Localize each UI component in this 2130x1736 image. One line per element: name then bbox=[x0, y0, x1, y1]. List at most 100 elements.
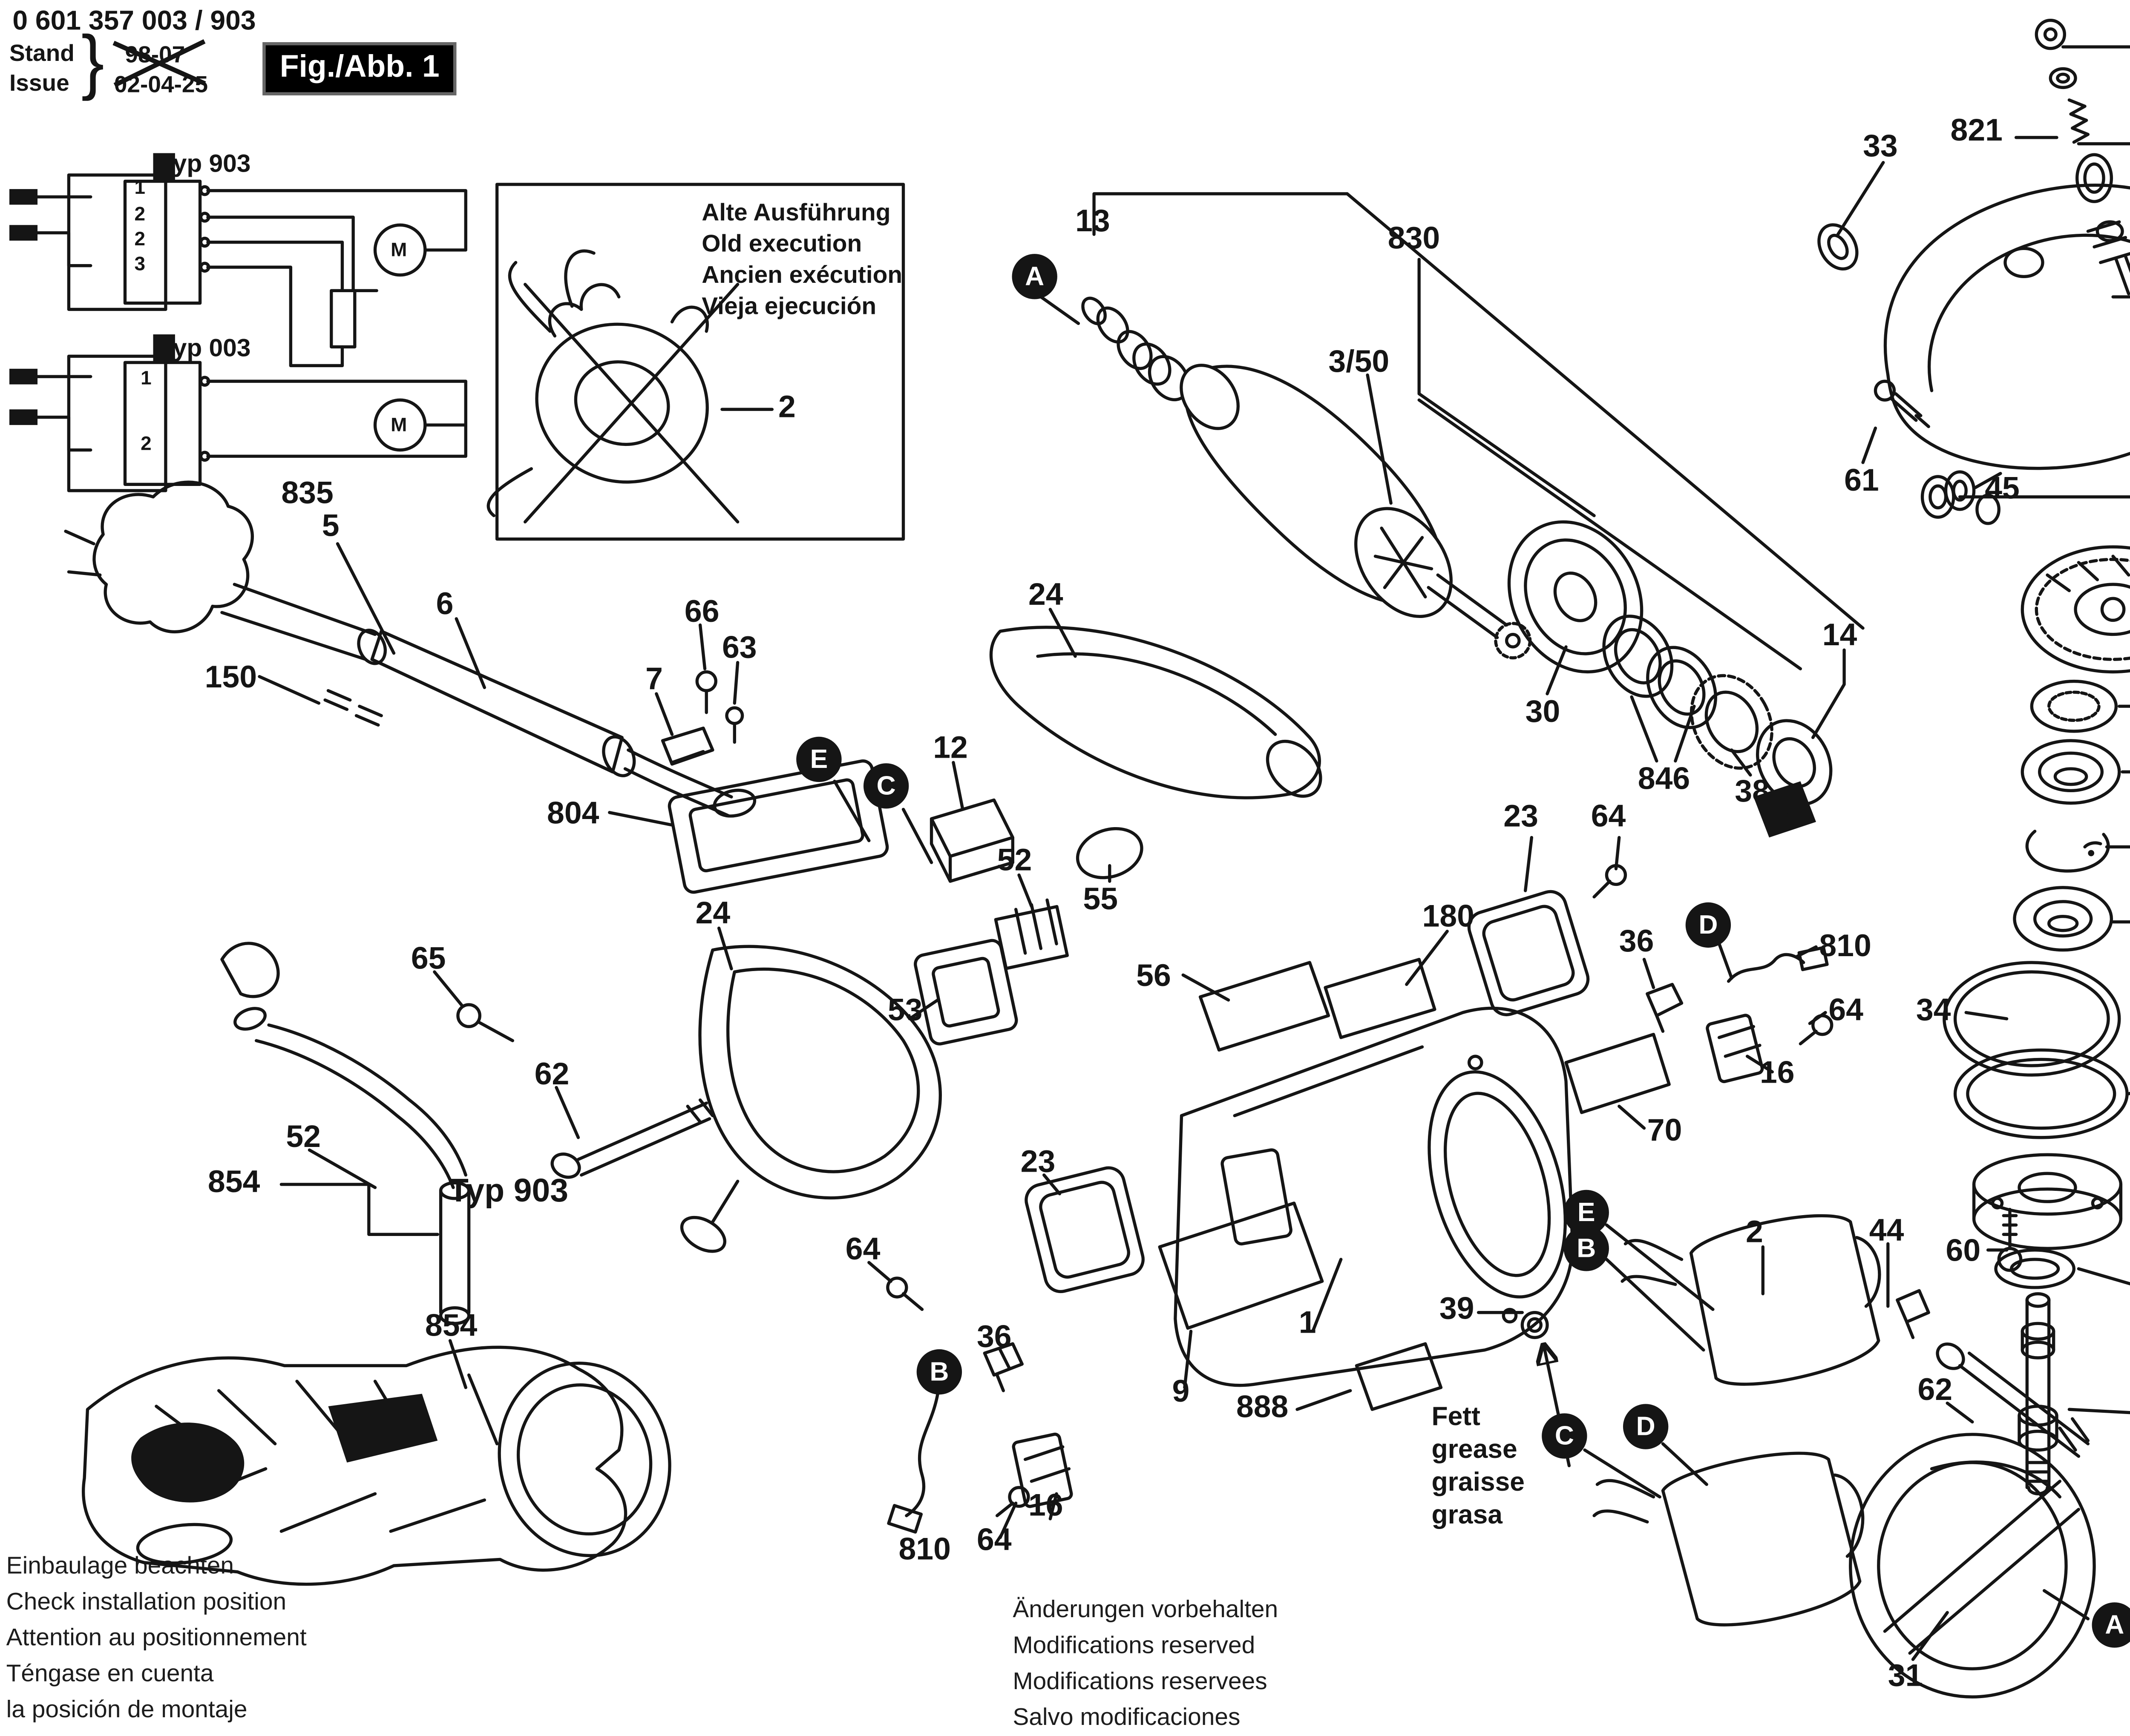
modifications-line-fr: Modifications reservees bbox=[1013, 1669, 1267, 1696]
part-callout-70: 70 bbox=[1647, 1114, 1682, 1149]
part-callout-typ-903: Typ 903 bbox=[159, 151, 251, 178]
part-callout-24: 24 bbox=[695, 897, 731, 931]
assembly-marker-c: C bbox=[863, 763, 909, 809]
old-execution-line-de: Alte Ausführung bbox=[702, 200, 891, 227]
assembly-marker-d: D bbox=[1685, 902, 1731, 948]
part-callout-14: 14 bbox=[1822, 618, 1857, 653]
modifications-line-de: Änderungen vorbehalten bbox=[1013, 1597, 1278, 1624]
motor-housing-drawing bbox=[1174, 1006, 1574, 1387]
part-callout-2: 2 bbox=[134, 228, 146, 250]
spacer-rings-drawing bbox=[1507, 520, 1833, 838]
assembly-marker-c: C bbox=[1542, 1413, 1587, 1459]
part-callout-854: 854 bbox=[425, 1309, 478, 1344]
label-stickers-drawing bbox=[1158, 957, 1671, 1411]
part-callout-821: 821 bbox=[1950, 114, 2003, 149]
assembly-marker-a: A bbox=[2092, 1602, 2130, 1648]
part-callout-66: 66 bbox=[684, 595, 720, 630]
part-callout-2: 2 bbox=[778, 391, 796, 425]
bottom-stator-shroud-drawing bbox=[1592, 1433, 2096, 1699]
part-callout-62: 62 bbox=[534, 1058, 570, 1092]
part-callout-typ-903: Typ 903 bbox=[448, 1173, 569, 1210]
part-callout-12: 12 bbox=[933, 731, 968, 766]
part-callout-63: 63 bbox=[722, 631, 757, 666]
part-callout-1: 1 bbox=[1298, 1306, 1316, 1341]
stand-label: Stand bbox=[9, 40, 75, 67]
grease-line-en: grease bbox=[1431, 1434, 1517, 1464]
cordset-drawing bbox=[64, 480, 1143, 1046]
part-callout-52: 52 bbox=[286, 1120, 321, 1155]
assembly-marker-b: B bbox=[916, 1349, 962, 1395]
installation-line-fr: Attention au positionnement bbox=[6, 1625, 307, 1652]
part-callout-30: 30 bbox=[1525, 695, 1560, 730]
part-callout-64: 64 bbox=[976, 1523, 1012, 1558]
part-callout-835: 835 bbox=[281, 476, 334, 511]
part-callout-7: 7 bbox=[645, 662, 663, 697]
stand-issue-brace: } bbox=[81, 22, 104, 103]
part-callout-56: 56 bbox=[1136, 959, 1171, 994]
grease-note: Fett grease graisse grasa bbox=[1432, 1400, 1525, 1531]
old-execution-inset bbox=[486, 183, 905, 541]
part-callout-150: 150 bbox=[204, 661, 257, 696]
issue-label: Issue bbox=[9, 70, 69, 97]
part-callout-3: 3 bbox=[134, 253, 146, 275]
part-callout-64: 64 bbox=[1828, 994, 1864, 1029]
assembled-tool-drawing bbox=[81, 1345, 671, 1586]
part-callout-39: 39 bbox=[1439, 1292, 1474, 1327]
part-callout-23: 23 bbox=[1503, 800, 1538, 835]
part-callout-854: 854 bbox=[207, 1165, 260, 1200]
part-callout-36: 36 bbox=[1619, 925, 1654, 960]
part-callout-38: 38 bbox=[1735, 775, 1770, 810]
part-callout-2: 2 bbox=[141, 433, 152, 455]
part-callout-60: 60 bbox=[1946, 1234, 1981, 1269]
assembly-marker-d: D bbox=[1623, 1404, 1669, 1449]
part-callout-1: 1 bbox=[134, 176, 146, 198]
part-callout-6: 6 bbox=[436, 587, 454, 622]
wiring-diagram-typ003 bbox=[9, 334, 467, 492]
part-callout-5: 5 bbox=[322, 509, 340, 544]
part-callout-1: 1 bbox=[141, 367, 152, 389]
part-callout-m: M bbox=[391, 414, 407, 436]
part-callout-3-50: 3/50 bbox=[1328, 345, 1390, 380]
old-execution-line-en: Old execution bbox=[702, 231, 862, 258]
part-callout-24: 24 bbox=[1028, 578, 1063, 613]
part-callout-typ-003: Typ 003 bbox=[159, 336, 251, 363]
old-execution-line-es: Vieja ejecución bbox=[702, 293, 877, 321]
handles-drawing bbox=[220, 626, 1322, 1325]
covers-screws-drawing bbox=[886, 864, 1834, 1534]
grease-line-de: Fett bbox=[1431, 1401, 1480, 1431]
installation-line-es1: Téngase en cuenta bbox=[6, 1661, 214, 1688]
modifications-line-es: Salvo modificaciones bbox=[1013, 1704, 1241, 1731]
part-callout-810: 810 bbox=[898, 1532, 951, 1567]
gearhead-drawing bbox=[1817, 19, 2130, 674]
wiring-diagram-typ903 bbox=[9, 153, 467, 368]
bearing-column-drawing bbox=[1896, 679, 2129, 1495]
part-callout-55: 55 bbox=[1083, 882, 1118, 917]
part-callout-2: 2 bbox=[1745, 1216, 1763, 1250]
part-callout-16: 16 bbox=[1028, 1489, 1063, 1523]
grease-line-es: grasa bbox=[1431, 1500, 1503, 1530]
modifications-line-en: Modifications reserved bbox=[1013, 1633, 1255, 1660]
figure-number-badge: Fig./Abb. 1 bbox=[262, 42, 457, 95]
part-callout-810: 810 bbox=[1819, 929, 1871, 964]
installation-line-es2: la posición de montaje bbox=[6, 1697, 248, 1724]
part-callout-45: 45 bbox=[1985, 471, 2020, 506]
part-callout-44: 44 bbox=[1869, 1214, 1904, 1249]
old-execution-line-fr: Ancien exécution bbox=[702, 262, 903, 289]
installation-line-en: Check installation position bbox=[6, 1589, 287, 1616]
part-callout-36: 36 bbox=[976, 1320, 1012, 1355]
armature-drawing bbox=[1081, 296, 1532, 660]
part-callout-62: 62 bbox=[1917, 1373, 1953, 1408]
part-callout-m: M bbox=[391, 239, 407, 261]
part-callout-65: 65 bbox=[411, 942, 446, 977]
modifications-note: Änderungen vorbehalten Modifications res… bbox=[1013, 1592, 1278, 1736]
assembly-marker-e: E bbox=[796, 736, 842, 782]
part-callout-830: 830 bbox=[1387, 221, 1440, 256]
part-callout-52: 52 bbox=[997, 844, 1032, 878]
part-callout-33: 33 bbox=[1863, 129, 1898, 164]
assembly-marker-a: A bbox=[1012, 254, 1057, 299]
assembly-marker-b: B bbox=[1563, 1226, 1609, 1271]
grease-line-fr: graisse bbox=[1431, 1467, 1525, 1497]
